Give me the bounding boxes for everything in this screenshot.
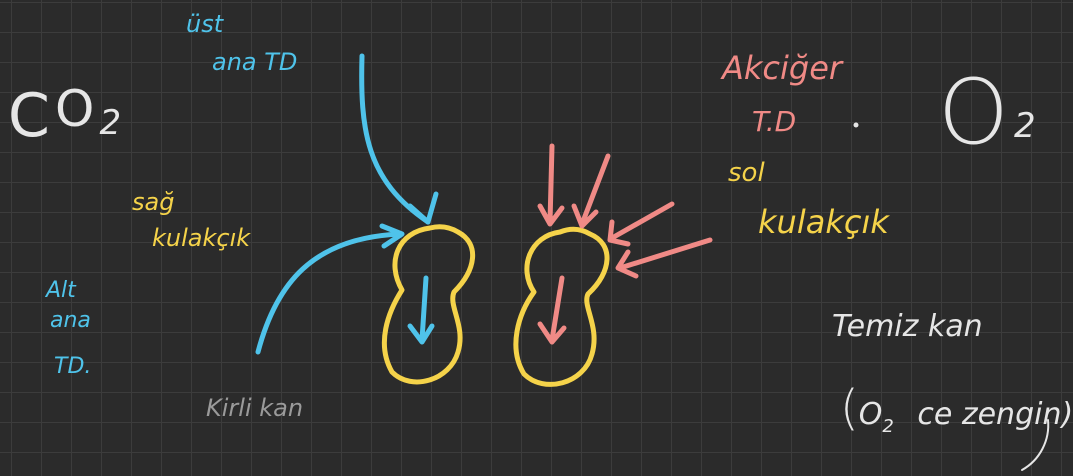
dirty-blood-label: Kirli kan — [206, 394, 304, 422]
right-atrium-label-line1: sağ — [132, 188, 175, 216]
right-atrium-outline — [381, 224, 475, 385]
bracket-tail — [1021, 419, 1050, 471]
pulmonary-vein-label-line2: T.D — [752, 105, 797, 138]
o2-subscript: 2 — [1013, 106, 1036, 146]
left-atrium-outline — [513, 226, 610, 387]
pulmonary-vein-arrow-4 — [615, 237, 713, 279]
right-atrium-inner-arrowhead — [407, 323, 435, 345]
lower-vena-cava-arrow — [255, 231, 403, 355]
dot-mark — [853, 122, 859, 128]
co2-letter: O — [55, 80, 95, 138]
o2-label: O 2 — [938, 68, 1036, 158]
left-atrium-label-line2: kulakçık — [758, 203, 889, 241]
o2-letter: O — [938, 60, 1009, 165]
lower-vena-cava-label-line3: TD. — [54, 354, 92, 379]
left-atrium-inner-arrow — [537, 275, 567, 345]
pulmonary-vein-arrow-2 — [571, 153, 611, 229]
co2-subscript: 2 — [99, 103, 122, 143]
lower-vena-cava-label-line2: ana — [50, 308, 91, 333]
pulmonary-vein-arrow-1 — [537, 143, 565, 227]
left-atrium-label-line1: sol — [728, 158, 765, 188]
oxygen-rich-paren: ( — [840, 380, 859, 436]
oxygen-rich-subscript: 2 — [882, 416, 894, 437]
pulmonary-vein-arrow-3 — [607, 201, 675, 247]
co2-prefix: C — [8, 81, 50, 151]
clean-blood-label: Temiz kan — [832, 309, 983, 344]
upper-vena-cava-label-line1: üst — [186, 10, 224, 38]
upper-vena-cava-arrowhead — [407, 191, 439, 225]
upper-vena-cava-label-line2: ana TD — [212, 48, 298, 76]
right-atrium-label-line2: kulakçık — [152, 224, 251, 252]
pulmonary-vein-label-line1: Akciğer — [722, 49, 843, 87]
lower-vena-cava-arrowhead — [379, 223, 405, 249]
oxygen-rich-label: (O2 ce zengin) — [840, 384, 1073, 436]
oxygen-rich-text: ce zengin) — [917, 397, 1073, 432]
upper-vena-cava-arrow — [359, 53, 431, 225]
right-atrium-inner-arrow — [419, 275, 429, 343]
co2-label: C O 2 — [8, 84, 122, 146]
oxygen-rich-o: O — [858, 397, 883, 432]
lower-vena-cava-label-line1: Alt — [46, 278, 76, 303]
